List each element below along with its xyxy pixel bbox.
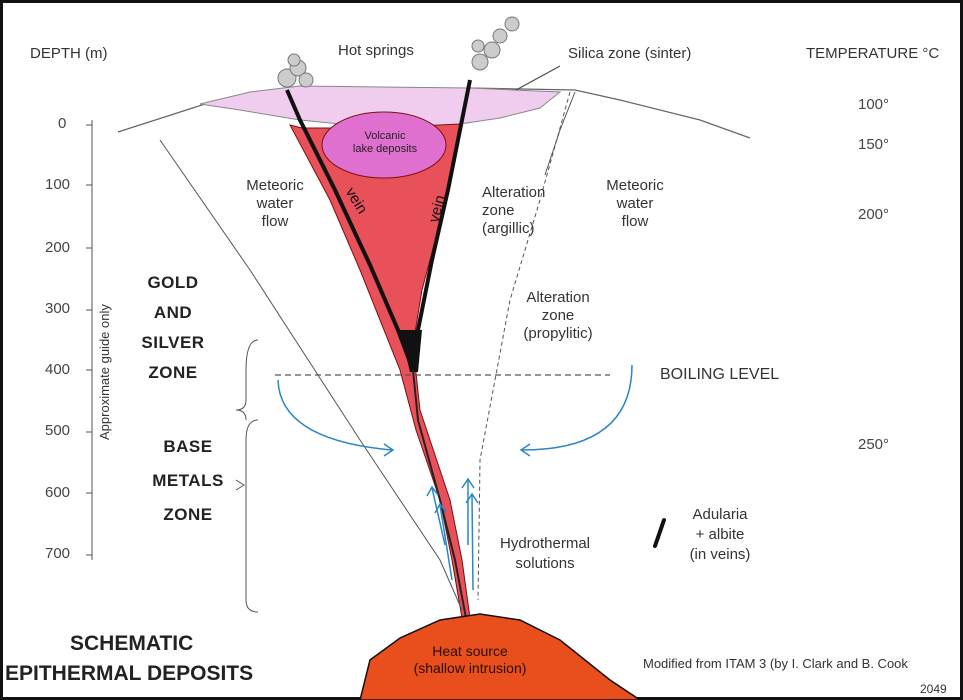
figure-number: 2049: [920, 680, 947, 698]
gold-silver-zone-label: GOLD AND SILVER ZONE: [128, 268, 218, 388]
temperature-tick: 250°: [858, 436, 889, 453]
boundary-argillic: [478, 92, 570, 600]
hot-springs-label: Hot springs: [338, 42, 414, 60]
depth-axis-label: DEPTH (m): [30, 45, 108, 63]
depth-tick: 300: [45, 300, 70, 317]
volcanic-lake-label: Volcanic lake deposits: [344, 130, 426, 156]
flow-arrow-left: [278, 380, 392, 450]
meteoric-flow-right-label: Meteoric water flow: [590, 177, 680, 231]
adularia-mark-icon: [655, 520, 664, 546]
depth-tick: 200: [45, 239, 70, 256]
depth-tick: 100: [45, 176, 70, 193]
meteoric-flow-left-label: Meteoric water flow: [230, 177, 320, 231]
flow-arrow-right: [522, 365, 632, 450]
credit-text: Modified from ITAM 3 (by I. Clark and B.…: [643, 655, 908, 673]
title-line-2: EPITHERMAL DEPOSITS: [5, 660, 253, 688]
depth-tick: 700: [45, 545, 70, 562]
depth-tick: 600: [45, 484, 70, 501]
alteration-argillic-label: Alteration zone (argillic): [482, 184, 545, 238]
temperature-tick: 200°: [858, 206, 889, 223]
adularia-label: Adularia + albite (in veins): [670, 505, 770, 565]
boundary-right: [545, 92, 575, 175]
alteration-propylitic-label: Alteration zone (propylitic): [508, 289, 608, 343]
depth-tick: 0: [58, 115, 66, 132]
base-zone-bracket: [246, 420, 258, 612]
title-line-1: SCHEMATIC: [70, 630, 193, 658]
depth-tick: 500: [45, 422, 70, 439]
heat-source-label: Heat source (shallow intrusion): [400, 643, 540, 677]
temperature-axis-label: TEMPERATURE °C: [806, 45, 939, 63]
depth-axis: [86, 120, 92, 560]
steam-right-icon: [472, 17, 519, 70]
silica-zone-label: Silica zone (sinter): [568, 45, 691, 63]
depth-tick: 400: [45, 361, 70, 378]
boiling-level-label: BOILING LEVEL: [660, 366, 779, 384]
approximate-note: Approximate guide only: [97, 304, 112, 440]
steam-left-icon: [278, 54, 313, 87]
temperature-tick: 100°: [858, 96, 889, 113]
temperature-tick: 150°: [858, 136, 889, 153]
silica-pointer: [516, 66, 560, 90]
base-metals-zone-label: BASE METALS ZONE: [138, 430, 238, 532]
hydrothermal-solutions-label: Hydrothermal solutions: [490, 534, 600, 574]
gold-zone-bracket: [236, 340, 258, 420]
